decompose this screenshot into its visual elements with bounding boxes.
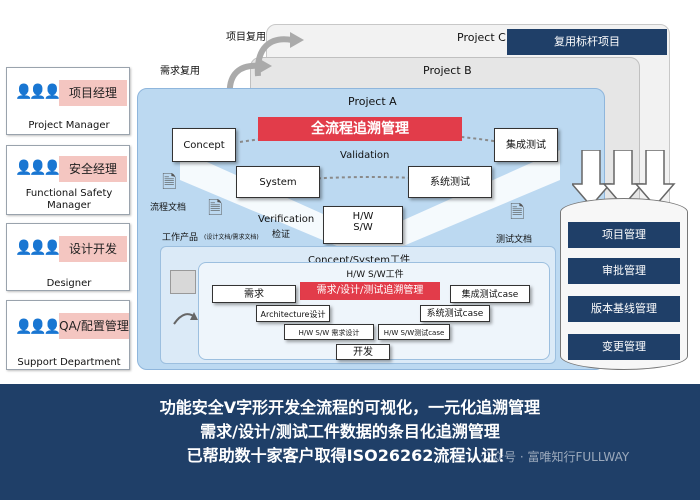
footer-line-1: 功能安全V字形开发全流程的可视化，一元化追溯管理 bbox=[159, 398, 541, 417]
role-badge: 项目经理 bbox=[59, 80, 127, 106]
trace-banner: 需求/设计/测试追溯管理 bbox=[300, 282, 440, 300]
system-box: System bbox=[236, 166, 320, 198]
people-group-icon: 👤👤👤 bbox=[15, 240, 61, 256]
role-title: Designer bbox=[46, 278, 92, 289]
document-stack-icon: 🗎 bbox=[208, 198, 223, 219]
project-c-label: Project C bbox=[457, 31, 506, 44]
repo-item-change: 变更管理 bbox=[568, 334, 680, 360]
sw-label: S/W bbox=[353, 222, 373, 233]
project-a-label: Project A bbox=[348, 95, 397, 108]
watermark: 公众号 · 富唯知行FULLWAY bbox=[480, 450, 630, 464]
hwsw-test-box: H/W S/W测试case bbox=[378, 324, 450, 340]
role-card-project-manager: 👤👤👤 项目经理 Project Manager bbox=[6, 67, 130, 135]
hw-sw-box: H/W S/W bbox=[323, 206, 403, 244]
folder-icon bbox=[170, 270, 196, 294]
integration-test-box: 集成测试 bbox=[494, 128, 558, 162]
work-product-label: 工作产品 bbox=[162, 233, 199, 243]
concept-box: Concept bbox=[172, 128, 236, 162]
project-reuse-label: 项目复用 bbox=[226, 32, 266, 43]
role-card-designer: 👤👤👤 设计开发 Designer bbox=[6, 223, 130, 291]
system-case-box: 系统测试case bbox=[420, 305, 490, 322]
people-group-icon: 👤👤👤 bbox=[15, 160, 61, 176]
people-group-icon: 👤👤👤 bbox=[15, 319, 61, 335]
footer-line-3: 已帮助数十家客户取得ISO26262流程认证！ bbox=[186, 446, 514, 465]
role-card-safety-manager: 👤👤👤 安全经理 Functional Safety Manager bbox=[6, 145, 130, 215]
repository-arrows bbox=[572, 150, 676, 208]
validation-label: Validation bbox=[340, 150, 390, 161]
process-doc-label: 流程文档 bbox=[150, 203, 187, 213]
repo-item-baseline: 版本基线管理 bbox=[568, 296, 680, 322]
traceability-banner: 全流程追溯管理 bbox=[258, 117, 462, 141]
role-title: Functional Safety Manager bbox=[25, 188, 113, 211]
footer-line-2: 需求/设计/测试工件数据的条目化追溯管理 bbox=[200, 422, 500, 441]
integration-case-box: 集成测试case bbox=[450, 285, 530, 303]
document-stack-icon: 🗎 bbox=[162, 172, 177, 193]
dev-box: 开发 bbox=[336, 344, 390, 360]
people-group-icon: 👤👤👤 bbox=[15, 84, 61, 100]
benchmark-project-label: 复用标杆项目 bbox=[507, 29, 667, 55]
role-title: Project Manager bbox=[28, 120, 110, 131]
repo-item-approval: 审批管理 bbox=[568, 258, 680, 284]
requirement-reuse-label: 需求复用 bbox=[160, 66, 200, 77]
architecture-box: Architecture设计 bbox=[256, 305, 330, 322]
system-test-box: 系统测试 bbox=[408, 166, 492, 198]
role-badge: 安全经理 bbox=[59, 156, 127, 182]
document-stack-icon: 🗎 bbox=[510, 202, 525, 223]
concept-system-title: Concept/System工件 bbox=[307, 255, 411, 266]
footer-banner: 功能安全V字形开发全流程的可视化，一元化追溯管理 需求/设计/测试工件数据的条目… bbox=[0, 384, 700, 500]
hw-label: H/W bbox=[352, 211, 374, 222]
verification-label: Verification bbox=[258, 214, 315, 225]
hwsw-artifacts-title: H/W S/W工件 bbox=[346, 270, 404, 280]
refresh-arrows-icon bbox=[173, 312, 198, 325]
project-b-label: Project B bbox=[423, 64, 472, 77]
repo-item-project: 项目管理 bbox=[568, 222, 680, 248]
role-badge: 设计开发 bbox=[59, 236, 127, 262]
role-card-support: 👤👤👤 QA/配置管理 Support Department bbox=[6, 300, 130, 370]
role-title: Support Department bbox=[17, 357, 121, 368]
test-doc-label: 测试文档 bbox=[496, 235, 533, 245]
role-badge: QA/配置管理 bbox=[59, 313, 129, 339]
hwsw-req-box: H/W S/W 需求设计 bbox=[284, 324, 374, 340]
requirement-box: 需求 bbox=[212, 285, 296, 303]
verify-cn-label: 检证 bbox=[272, 230, 291, 240]
work-product-note: (设计文档/需求文档) bbox=[204, 234, 259, 241]
